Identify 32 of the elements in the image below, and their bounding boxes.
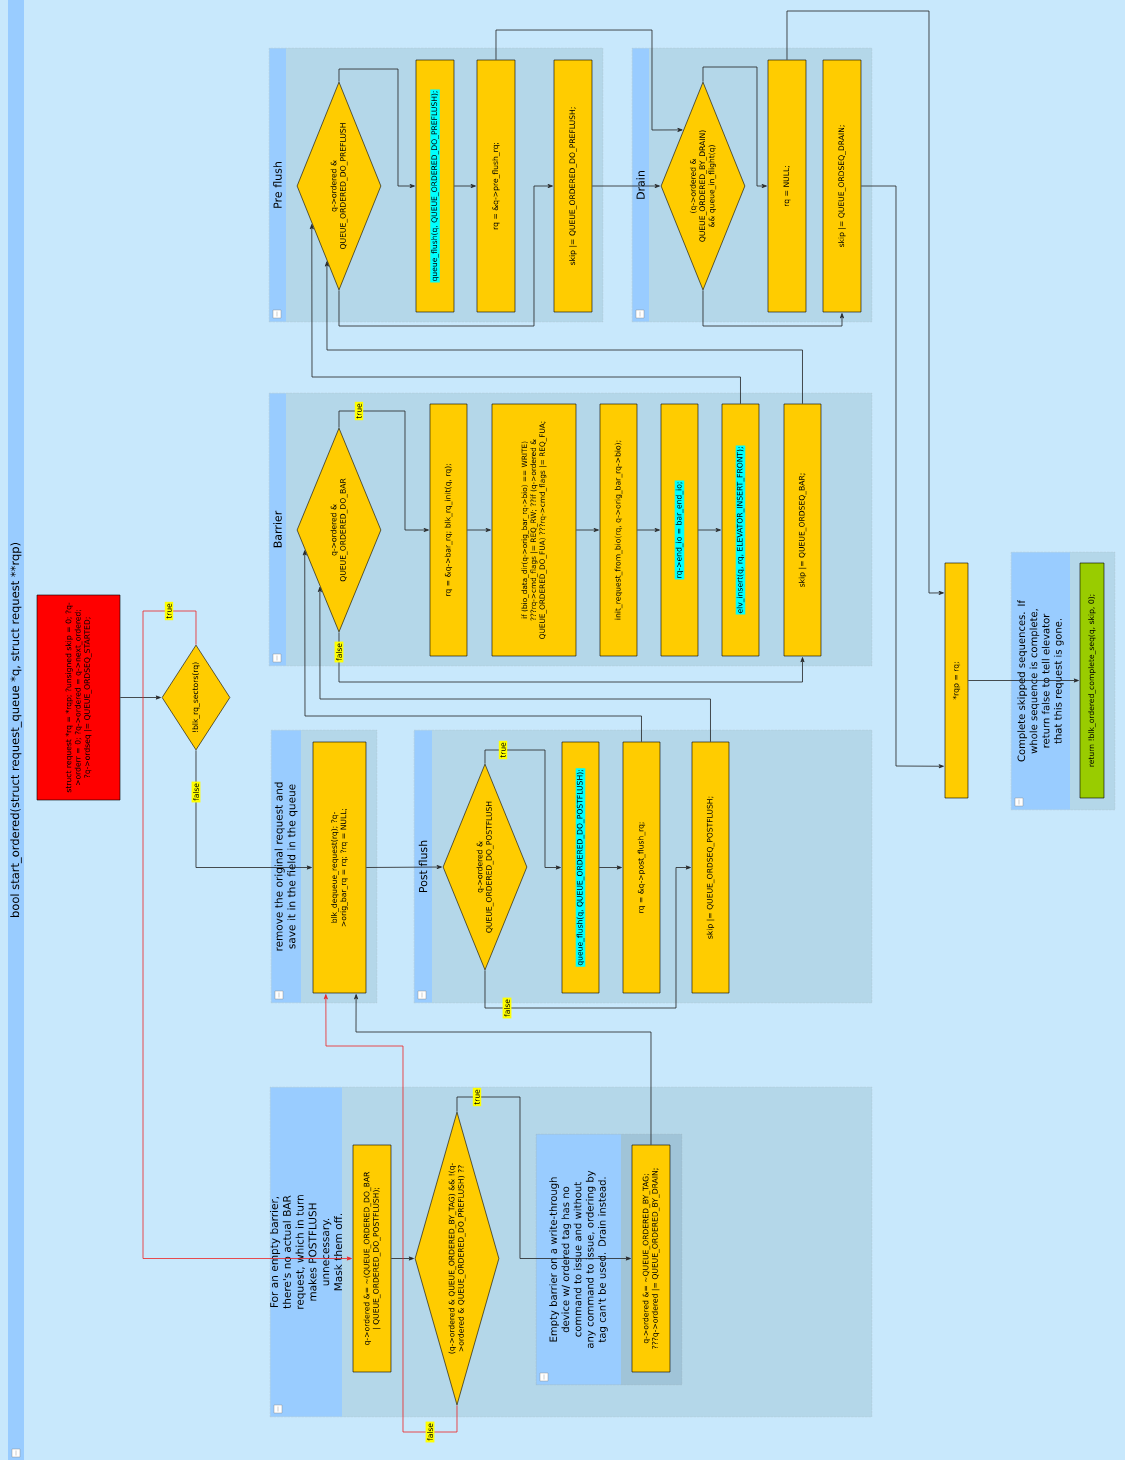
arrow bbox=[324, 261, 803, 405]
arrow bbox=[302, 550, 642, 743]
arrow bbox=[317, 586, 711, 743]
arrow bbox=[484, 865, 691, 1009]
arrow bbox=[456, 1096, 631, 1261]
arrow bbox=[323, 994, 458, 1433]
arrow bbox=[338, 184, 553, 327]
arrow bbox=[338, 410, 429, 532]
arrow bbox=[338, 68, 415, 189]
arrow bbox=[786, 10, 944, 595]
arrow bbox=[365, 865, 442, 870]
arrow bbox=[354, 994, 652, 1146]
arrow bbox=[195, 749, 312, 870]
arrow bbox=[466, 528, 491, 532]
arrow bbox=[967, 678, 1079, 683]
arrow bbox=[309, 224, 741, 405]
arrow bbox=[636, 528, 660, 532]
arrow bbox=[453, 184, 476, 189]
title-bar: bool start_ordered(struct request_queue *q, struct request **rqp) bbox=[8, 0, 24, 1460]
arrow bbox=[702, 289, 844, 327]
arrow bbox=[119, 695, 161, 700]
arrow bbox=[390, 1256, 414, 1261]
arrow bbox=[598, 865, 622, 870]
arrow bbox=[591, 184, 660, 189]
arrow bbox=[338, 631, 805, 683]
arrow bbox=[860, 185, 944, 769]
arrow bbox=[575, 528, 599, 532]
arrow bbox=[697, 528, 721, 532]
arrow bbox=[484, 749, 561, 870]
arrow bbox=[142, 610, 352, 1261]
arrow bbox=[495, 29, 683, 132]
arrow bbox=[702, 66, 767, 189]
